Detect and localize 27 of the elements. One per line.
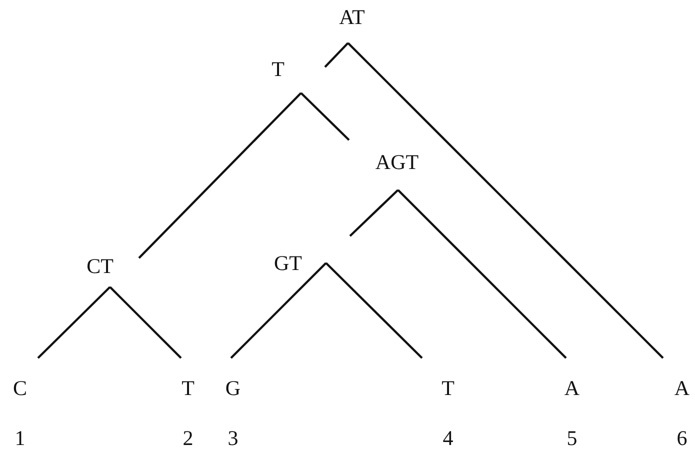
tree-branch [138, 92, 302, 259]
tree-branch [325, 262, 423, 359]
ancestral-state-label: GT [274, 252, 302, 274]
ancestral-state-label: T [272, 58, 284, 80]
ancestral-state-label: AT [339, 6, 365, 28]
taxon-number: 2 [182, 427, 194, 449]
leaf-state-label: A [674, 377, 690, 399]
leaf-state-label: G [225, 377, 241, 399]
taxon-number: 1 [14, 427, 26, 449]
tree-branch [230, 262, 327, 359]
taxon-number: 5 [566, 427, 578, 449]
tree-branch [324, 42, 349, 68]
leaf-state-label: T [442, 377, 454, 399]
leaf-state-label: C [13, 377, 27, 399]
tree-branch [347, 42, 664, 359]
ancestral-state-label: AGT [375, 151, 419, 173]
tree-branch [109, 286, 182, 359]
taxon-number: 6 [676, 427, 688, 449]
tree-branch [300, 92, 350, 141]
tree-branch [397, 189, 567, 359]
tree-branch [37, 286, 111, 359]
taxon-number: 3 [228, 427, 238, 449]
leaf-state-label: A [564, 377, 580, 399]
taxon-number: 4 [442, 427, 454, 449]
ancestral-state-label: CT [86, 255, 114, 277]
tree-branch [349, 189, 399, 237]
leaf-state-label: T [182, 377, 194, 399]
